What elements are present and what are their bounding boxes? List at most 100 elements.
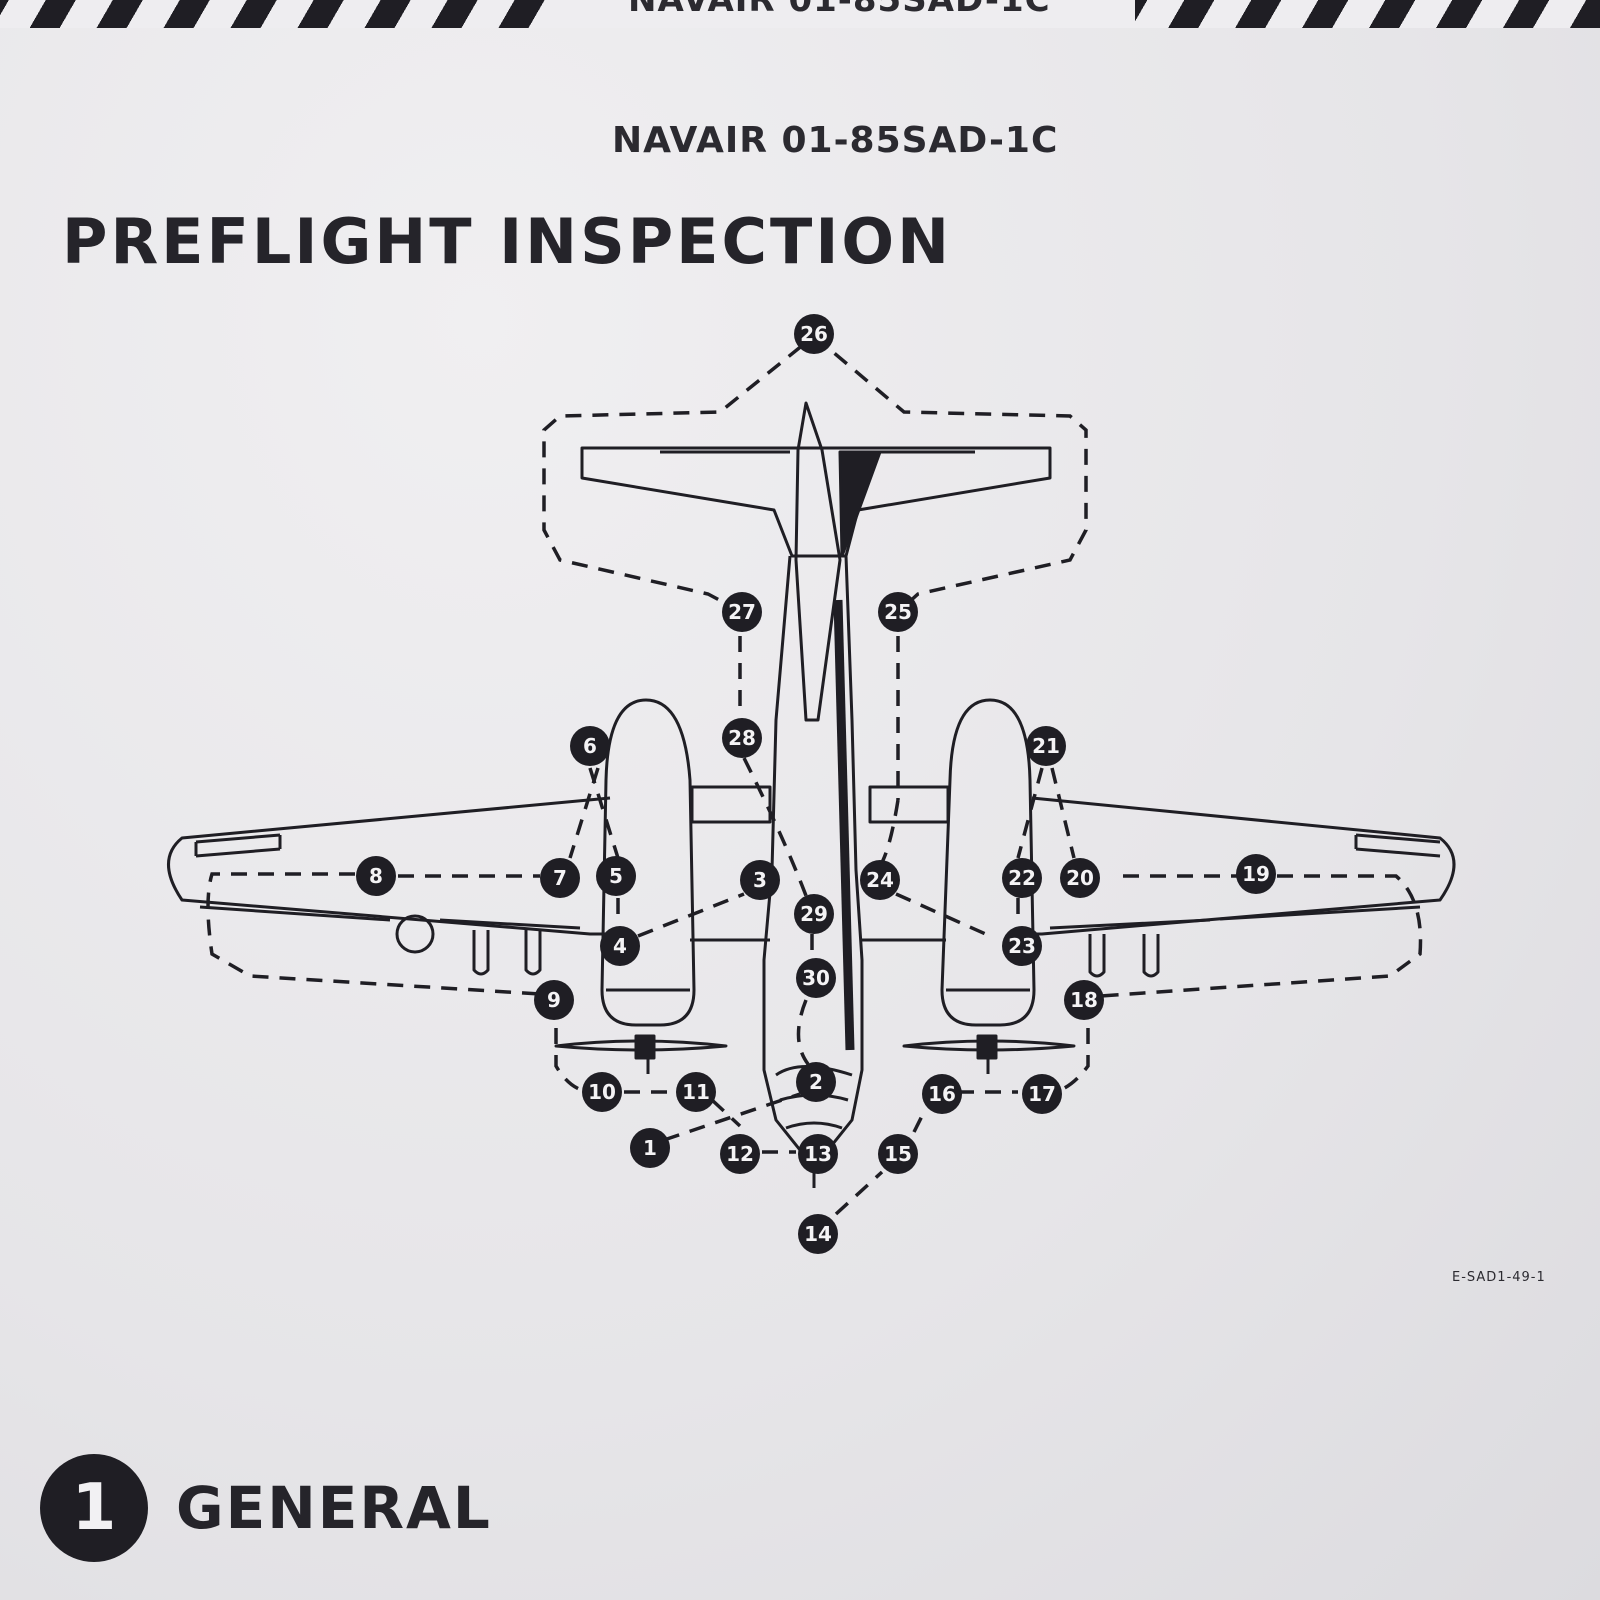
section-number-badge: 1 [40,1454,148,1562]
callout-29: 29 [794,894,834,934]
callout-25: 25 [878,592,918,632]
section-heading: 1 GENERAL [40,1453,492,1563]
callout-12: 12 [720,1134,760,1174]
callout-number: 19 [1242,862,1270,886]
callout-18: 18 [1064,980,1104,1020]
callout-number: 23 [1008,934,1036,958]
callout-24: 24 [860,860,900,900]
callout-number: 22 [1008,866,1036,890]
callout-23: 23 [1002,926,1042,966]
callout-circle [794,894,834,934]
callout-number: 9 [547,988,561,1012]
callout-number: 25 [884,600,912,624]
callout-16: 16 [922,1074,962,1114]
callout-circle [1002,858,1042,898]
callout-circle [534,980,574,1020]
callout-22: 22 [1002,858,1042,898]
callout-7: 7 [540,858,580,898]
callout-number: 29 [800,902,828,926]
callout-circle [1002,926,1042,966]
callout-number: 17 [1028,1082,1056,1106]
top-edge-doc-number: NAVAIR 01-85SAD-1C [628,0,1051,20]
callout-27: 27 [722,592,762,632]
callout-number: 20 [1066,866,1094,890]
callout-19: 19 [1236,854,1276,894]
callout-number: 18 [1070,988,1098,1012]
callout-10: 10 [582,1072,622,1112]
callout-circle [798,1134,838,1174]
aircraft-outline [167,401,1456,1188]
callout-20: 20 [1060,858,1100,898]
callout-number: 21 [1032,734,1060,758]
callout-15: 15 [878,1134,918,1174]
callout-1: 1 [630,1128,670,1168]
callout-number: 16 [928,1082,956,1106]
callout-number: 3 [753,868,767,892]
figure-code: E-SAD1-49-1 [1452,1270,1546,1285]
page-title: PREFLIGHT INSPECTION [62,205,952,278]
callout-circle [676,1072,716,1112]
callout-number: 5 [609,864,623,888]
callout-21: 21 [1026,726,1066,766]
callout-circle [596,856,636,896]
callout-number: 7 [553,866,567,890]
callout-circle [860,860,900,900]
callout-17: 17 [1022,1074,1062,1114]
callout-circle [600,926,640,966]
callout-number: 28 [728,726,756,750]
callout-number: 2 [809,1070,823,1094]
callout-14: 14 [798,1214,838,1254]
callout-circle [722,592,762,632]
doc-number: NAVAIR 01-85SAD-1C [612,120,1059,161]
callout-13: 13 [798,1134,838,1174]
callout-circle [1026,726,1066,766]
callout-number: 11 [682,1080,710,1104]
callout-number: 8 [369,864,383,888]
callout-circle [356,856,396,896]
callout-5: 5 [596,856,636,896]
callout-4: 4 [600,926,640,966]
callout-circle [570,726,610,766]
callout-circle [878,1134,918,1174]
callout-circle [922,1074,962,1114]
callout-circle [798,1214,838,1254]
callout-2: 2 [796,1062,836,1102]
callout-30: 30 [796,958,836,998]
callout-circle [630,1128,670,1168]
callout-3: 3 [740,860,780,900]
section-title: GENERAL [176,1474,492,1542]
callout-circle [720,1134,760,1174]
callout-circle [1236,854,1276,894]
callout-11: 11 [676,1072,716,1112]
callout-number: 30 [802,966,830,990]
callout-number: 14 [804,1222,832,1246]
callout-circle [878,592,918,632]
callout-8: 8 [356,856,396,896]
callout-circle [740,860,780,900]
callout-number: 27 [728,600,756,624]
callout-number: 13 [804,1142,832,1166]
callout-28: 28 [722,718,762,758]
callout-circle [1064,980,1104,1020]
callout-number: 4 [613,934,627,958]
callout-number: 26 [800,322,828,346]
callout-circle [1060,858,1100,898]
callout-circle [1022,1074,1062,1114]
callout-number: 1 [643,1136,657,1160]
callout-9: 9 [534,980,574,1020]
callout-circle [794,314,834,354]
callout-number: 24 [866,868,894,892]
callout-26: 26 [794,314,834,354]
callout-circle [540,858,580,898]
hazard-stripe-gap [555,0,1135,28]
callout-6: 6 [570,726,610,766]
callout-number: 12 [726,1142,754,1166]
callout-circle [582,1072,622,1112]
callout-circle [796,958,836,998]
callout-number: 15 [884,1142,912,1166]
callout-number: 10 [588,1080,616,1104]
callout-number: 6 [583,734,597,758]
